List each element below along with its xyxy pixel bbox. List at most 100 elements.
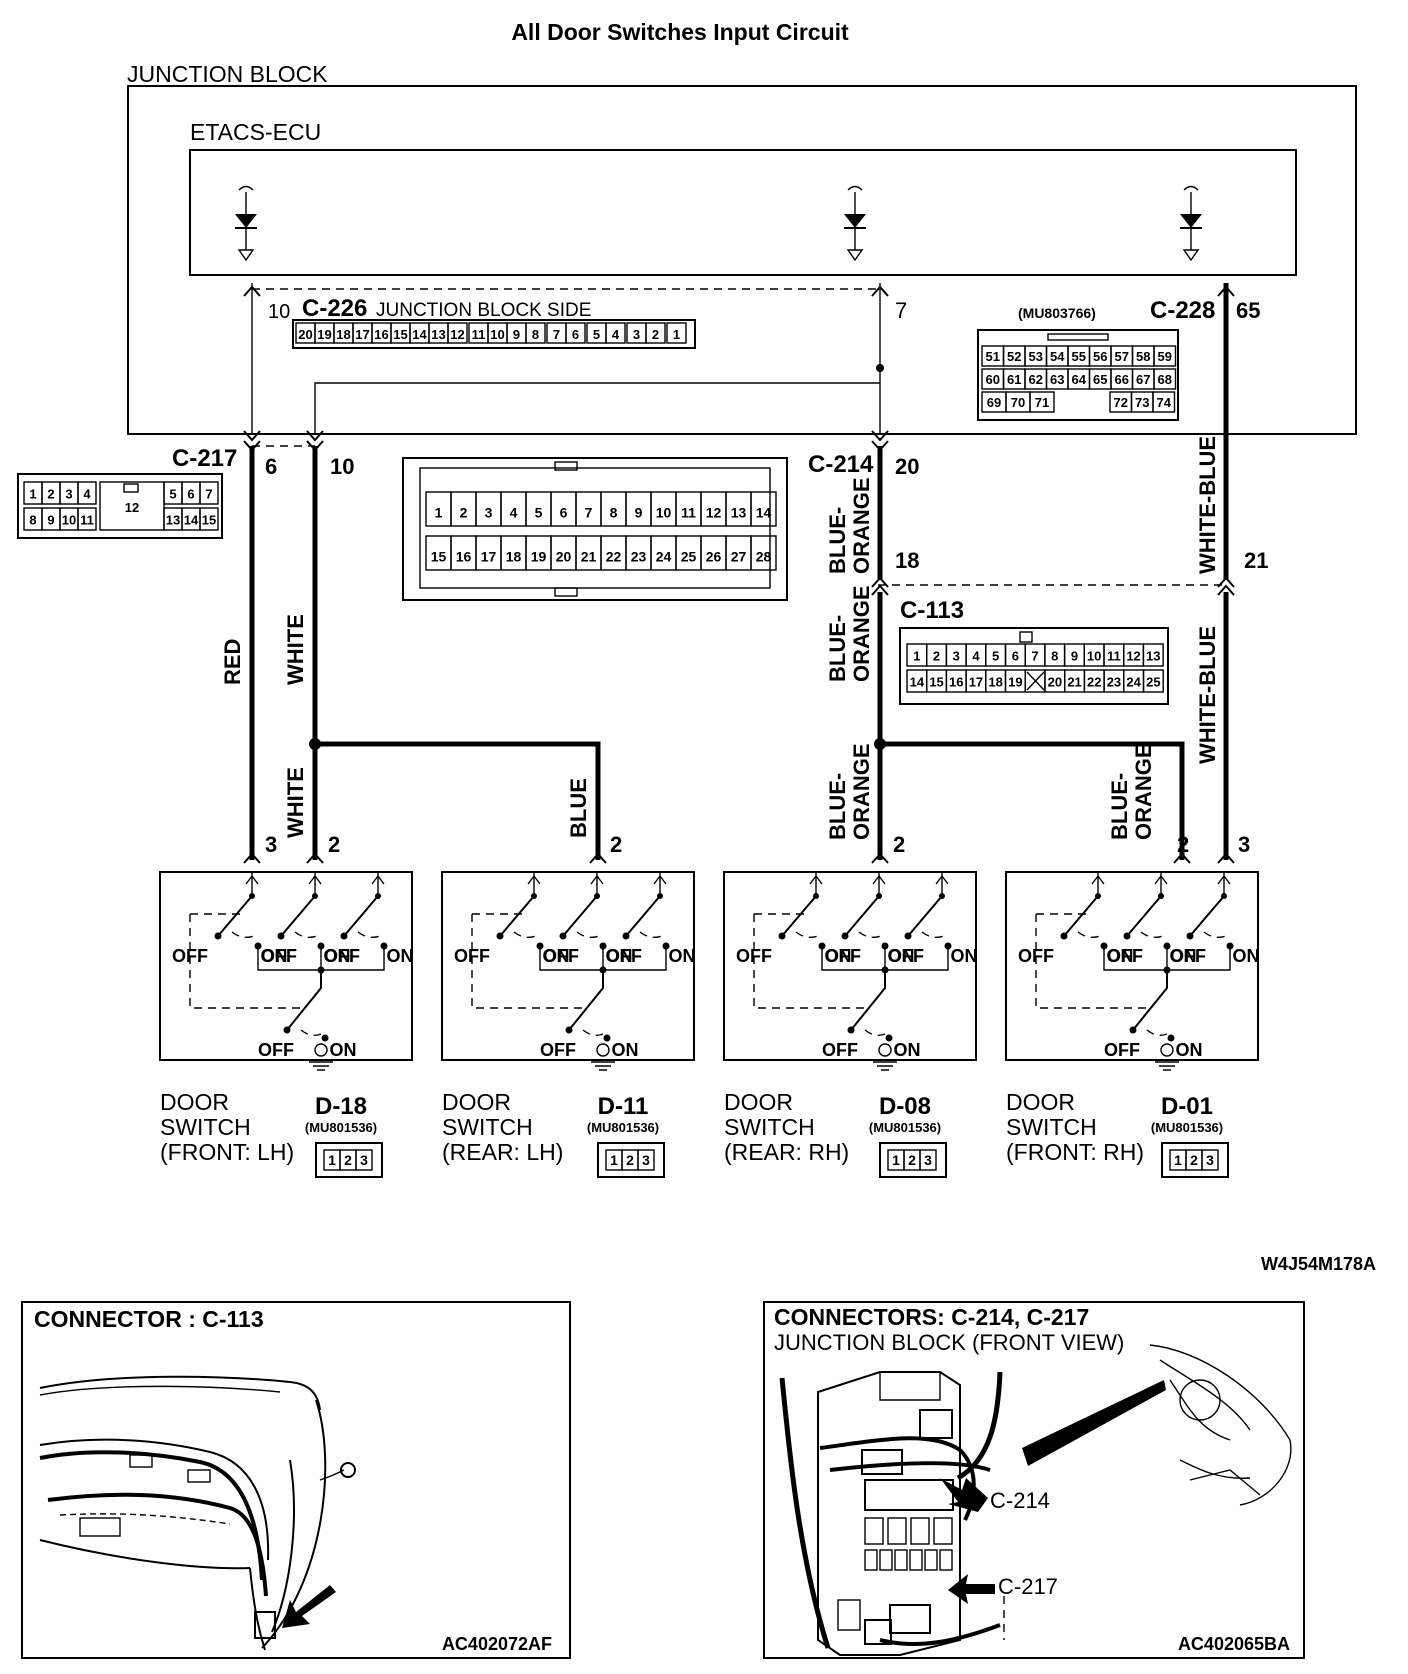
c226-pin-15: 15	[393, 327, 407, 342]
switch-connector-face	[597, 1142, 665, 1178]
c217-pin-14: 14	[184, 513, 199, 528]
pin-label-sw4-2: 2	[1177, 832, 1189, 857]
pin-chevron-icon	[871, 852, 889, 864]
switch-off-label: OFF	[736, 946, 772, 966]
c226-pin-10: 10	[490, 327, 504, 342]
switch-contact-off	[1060, 932, 1068, 940]
c226-pin-7: 7	[553, 327, 560, 342]
switch-blade	[1189, 895, 1225, 937]
c214-pin-5: 5	[535, 505, 543, 521]
switch-travel	[513, 931, 537, 939]
c214-pin-1: 1	[435, 505, 443, 521]
signal-tilde	[847, 185, 863, 191]
main-switch-off-contact	[283, 1026, 291, 1034]
c217-pin-6: 6	[187, 487, 194, 502]
c226-pin-13: 13	[431, 327, 445, 342]
switch-blade	[907, 895, 943, 937]
switch-travel	[231, 931, 255, 939]
c226-pin-1: 1	[673, 327, 680, 342]
c228-pin-56: 56	[1093, 349, 1107, 364]
switch-travel	[576, 931, 600, 939]
c217-pin-10: 10	[62, 513, 76, 528]
switch-blade	[217, 895, 253, 937]
switch-on-label: ON	[888, 946, 915, 966]
switch-connector-part: (MU801536)	[1151, 1120, 1223, 1135]
connector-c226-id: C-226	[302, 295, 367, 322]
c217-cell-12	[99, 481, 165, 531]
c228-cell-71	[1029, 391, 1055, 413]
ground-icon	[1155, 1061, 1179, 1071]
switch-on-label: ON	[1107, 946, 1134, 966]
c113-pin-11: 11	[1107, 649, 1121, 664]
switch-on-label: ON	[1233, 946, 1260, 966]
switch-blade	[1126, 895, 1162, 937]
c113-pin-9: 9	[1071, 649, 1078, 664]
c226-pin-5: 5	[593, 327, 600, 342]
diode-icon	[235, 214, 257, 228]
c226-pin-4: 4	[612, 327, 620, 342]
switch-4-pin-3: 3	[1206, 1152, 1214, 1168]
c228-pin-68: 68	[1158, 372, 1172, 387]
main-switch-off-contact	[847, 1026, 855, 1034]
main-switch-on-label: ON	[612, 1040, 639, 1060]
wire-color-white-upper: WHITE	[283, 614, 308, 685]
main-switch-on-contact	[1167, 1034, 1175, 1042]
pin-chevron-icon	[1217, 285, 1235, 297]
c226-pin-3: 3	[633, 327, 640, 342]
c217-pin-11: 11	[80, 513, 94, 528]
switch-box	[1005, 871, 1259, 1061]
switch-connector-part: (MU801536)	[587, 1120, 659, 1135]
pin-label-c228-21: 21	[1244, 548, 1268, 573]
switch-arrow-icon	[872, 874, 886, 885]
panel-right-title: CONNECTORS: C-214, C-217	[774, 1304, 1089, 1330]
c226-pin-18: 18	[336, 327, 350, 342]
switch-3-cell-3	[919, 1149, 937, 1171]
c113-pin-24: 24	[1126, 675, 1141, 690]
switch-arrow-icon	[590, 874, 604, 885]
switch-blade	[781, 895, 817, 937]
pin-chevron-icon	[306, 852, 324, 864]
c226-pin-11: 11	[472, 327, 486, 342]
pin-label-ecu-65: 65	[1236, 298, 1260, 323]
wire-internal-c226-7	[314, 382, 880, 434]
switch-connector-id: D-18	[315, 1093, 367, 1120]
wire-color-blue-orange-b1: BLUE-	[825, 615, 850, 682]
c226-cell-12	[447, 322, 468, 344]
c113-pin-17: 17	[969, 675, 983, 690]
switch-2-pin-3: 3	[642, 1152, 650, 1168]
c214-cell-14	[750, 491, 777, 527]
c228-pin-61: 61	[1007, 372, 1021, 387]
c214-pin-13: 13	[731, 505, 747, 521]
c113-pin-21: 21	[1067, 675, 1081, 690]
c228-cell-74	[1152, 391, 1176, 413]
main-switch-off-contact	[565, 1026, 573, 1034]
connector-c214-id: C-214	[808, 451, 874, 478]
switch-label-line3: (FRONT: LH)	[160, 1139, 294, 1165]
c214-pin-8: 8	[610, 505, 618, 521]
switch-on-label: ON	[669, 946, 696, 966]
main-switch-blade	[568, 970, 604, 1031]
c113-blank-pin	[1026, 671, 1045, 691]
c214-pin-17: 17	[481, 549, 497, 565]
c214-pin-2: 2	[460, 505, 468, 521]
pin-chevron-icon	[243, 430, 261, 442]
switch-4-pin-2: 2	[1190, 1152, 1198, 1168]
c226-pin-16: 16	[374, 327, 388, 342]
switch-blade	[562, 895, 598, 937]
panel-left-code: AC402072AF	[442, 1634, 552, 1654]
c226-cell-8	[525, 322, 546, 344]
c226-pin-6: 6	[572, 327, 579, 342]
main-switch-off-contact	[1129, 1026, 1137, 1034]
c113-pin-8: 8	[1051, 649, 1058, 664]
switch-4-cell-3	[1201, 1149, 1219, 1171]
signal-tilde	[238, 185, 254, 191]
wire-color-blue-orange-d1: BLUE-	[1107, 773, 1132, 840]
switch-contact-off	[340, 932, 348, 940]
pin-label-c214-18: 18	[895, 548, 919, 573]
ground-icon	[873, 1061, 897, 1071]
main-switch-off-label: OFF	[822, 1040, 858, 1060]
switch-contact-off	[1123, 932, 1131, 940]
switch-off-label: OFF	[454, 946, 490, 966]
